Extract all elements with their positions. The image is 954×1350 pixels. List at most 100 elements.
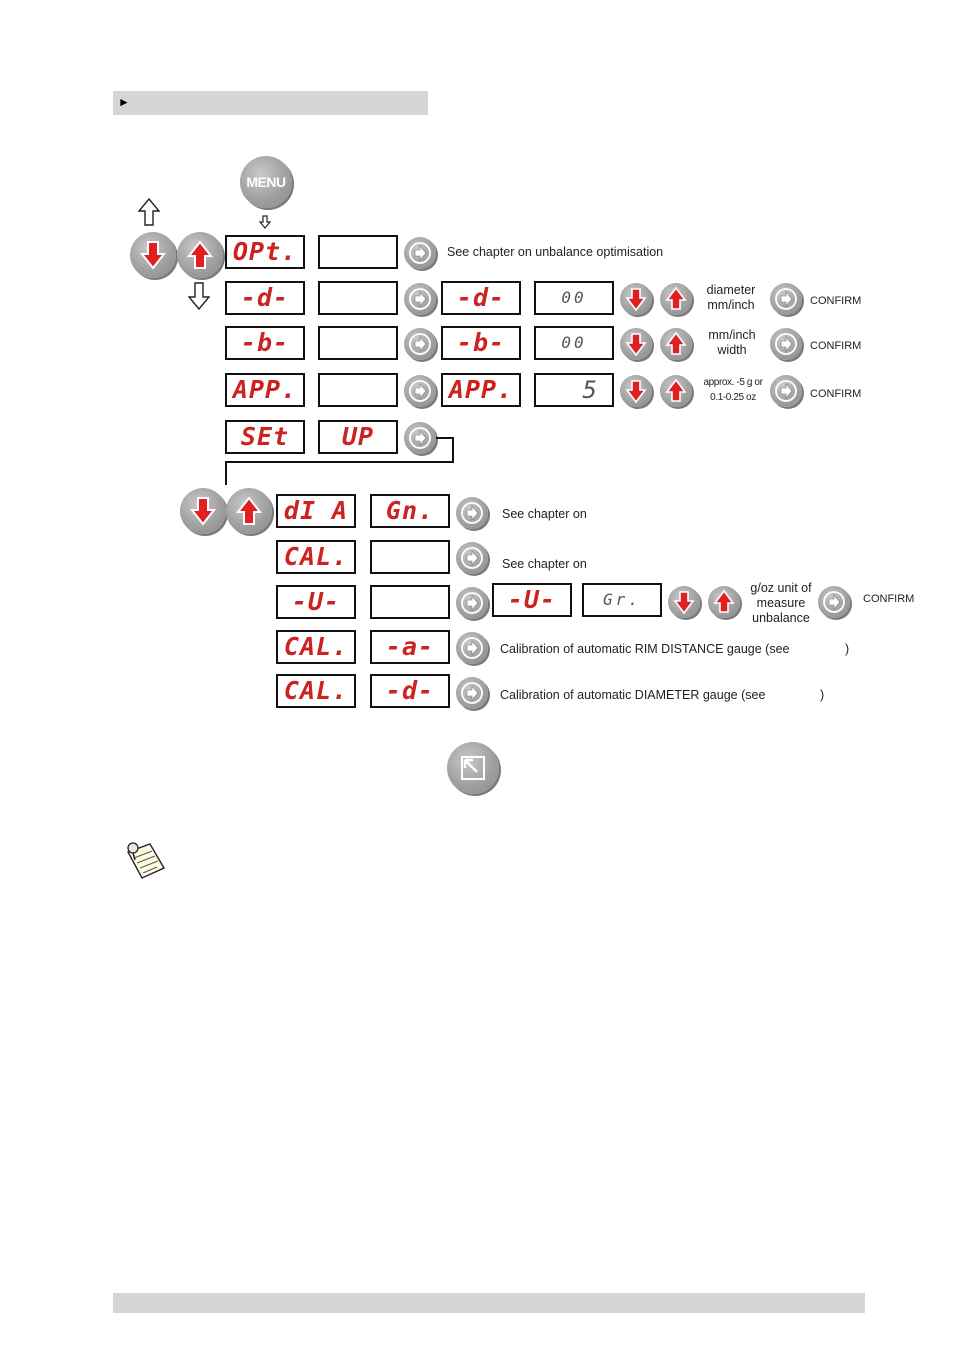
row-note-end: ) — [820, 688, 825, 702]
display-text: -d- — [385, 676, 435, 705]
display-app: APP. — [225, 373, 305, 407]
enter-icon — [461, 682, 483, 704]
up-button[interactable] — [660, 283, 692, 315]
row-note: See chapter on — [502, 507, 587, 521]
display-cal: CAL. — [276, 540, 356, 574]
down-button[interactable] — [130, 232, 176, 278]
up-button[interactable] — [660, 328, 692, 360]
section-header-bar — [113, 91, 428, 115]
enter-icon — [409, 427, 431, 449]
enter-button[interactable] — [404, 237, 436, 269]
enter-button[interactable] — [770, 328, 802, 360]
display-b: -b- — [225, 326, 305, 360]
label-line: approx. -5 g or — [703, 377, 763, 388]
down-button[interactable] — [180, 488, 226, 534]
enter-button[interactable] — [770, 375, 802, 407]
label-line: width — [717, 343, 747, 357]
enter-icon — [775, 380, 797, 402]
display-text: 00 — [561, 333, 587, 352]
confirm-label: CONFIRM — [863, 593, 915, 605]
row-label: diameter mm/inch — [696, 283, 766, 313]
enter-icon — [775, 333, 797, 355]
confirm-label: CONFIRM — [810, 388, 862, 400]
up-button[interactable] — [660, 375, 692, 407]
enter-icon — [409, 380, 431, 402]
enter-button[interactable] — [456, 542, 488, 574]
label-line: mm/inch — [708, 328, 756, 342]
display-a: -a- — [370, 630, 450, 664]
exit-button[interactable] — [447, 742, 499, 794]
down-arrow-icon — [673, 591, 695, 615]
row-note: Calibration of automatic RIM DISTANCE ga… — [500, 642, 790, 656]
display-u-2: -U- — [492, 583, 572, 617]
display-text: -b- — [240, 328, 290, 357]
enter-button[interactable] — [456, 497, 488, 529]
enter-button[interactable] — [456, 632, 488, 664]
enter-button[interactable] — [404, 375, 436, 407]
menu-button[interactable]: MENU — [240, 156, 292, 208]
up-arrow-icon — [665, 286, 687, 310]
display-text: APP. — [232, 375, 298, 404]
up-arrow-icon — [186, 240, 214, 269]
down-button[interactable] — [620, 328, 652, 360]
display-text: CAL. — [283, 542, 349, 571]
enter-button[interactable] — [404, 328, 436, 360]
row-note: Calibration of automatic DIAMETER gauge … — [500, 688, 766, 702]
display-text: SEt — [240, 422, 290, 451]
display-text: -U- — [291, 587, 341, 616]
row-label: mm/inch width — [696, 328, 768, 358]
row-note: See chapter on unbalance optimisation — [447, 245, 664, 259]
display-text: CAL. — [283, 676, 349, 705]
down-arrow-icon — [625, 288, 647, 312]
display-blank — [318, 281, 398, 315]
enter-icon — [409, 288, 431, 310]
row-note: See chapter on — [502, 557, 587, 571]
display-value: 00 — [534, 281, 614, 315]
footer-bar — [113, 1293, 865, 1313]
display-value: 00 — [534, 326, 614, 360]
display-text: -d- — [240, 283, 290, 312]
note-pin-icon — [126, 842, 165, 879]
connector-line — [225, 461, 454, 463]
display-blank — [370, 585, 450, 619]
row-note-end: ) — [845, 642, 850, 656]
up-button[interactable] — [177, 232, 223, 278]
display-blank — [370, 540, 450, 574]
enter-button[interactable] — [818, 586, 850, 618]
display-text: UP — [341, 422, 375, 451]
enter-icon — [823, 591, 845, 613]
enter-button[interactable] — [404, 283, 436, 315]
connector-line — [225, 461, 227, 485]
enter-icon — [409, 333, 431, 355]
display-text: APP. — [448, 375, 514, 404]
down-arrow-icon — [625, 380, 647, 404]
display-text: -U- — [507, 585, 557, 614]
up-arrow-icon — [235, 496, 263, 525]
display-gn: Gn. — [370, 494, 450, 528]
up-arrow-icon — [713, 589, 735, 613]
down-button[interactable] — [668, 586, 700, 618]
display-blank — [318, 373, 398, 407]
enter-button[interactable] — [456, 677, 488, 709]
row-label: g/oz unit of measure unbalance — [745, 581, 817, 626]
display-text: Gn. — [385, 496, 435, 525]
up-arrow-icon — [665, 331, 687, 355]
up-button[interactable] — [226, 488, 272, 534]
enter-button[interactable] — [404, 422, 436, 454]
down-button[interactable] — [620, 283, 652, 315]
up-arrow-icon — [665, 378, 687, 402]
enter-button[interactable] — [770, 283, 802, 315]
enter-icon — [775, 288, 797, 310]
enter-icon — [461, 592, 483, 614]
menu-button-label: MENU — [246, 174, 286, 190]
label-line: measure — [756, 596, 806, 610]
down-button[interactable] — [620, 375, 652, 407]
display-text: -a- — [385, 632, 435, 661]
display-value: 5 — [534, 373, 614, 407]
display-b-2: -b- — [441, 326, 521, 360]
label-line: unbalance — [752, 611, 810, 625]
enter-button[interactable] — [456, 587, 488, 619]
up-button[interactable] — [708, 586, 740, 618]
label-line: diameter — [706, 283, 756, 297]
display-text: -b- — [456, 328, 506, 357]
